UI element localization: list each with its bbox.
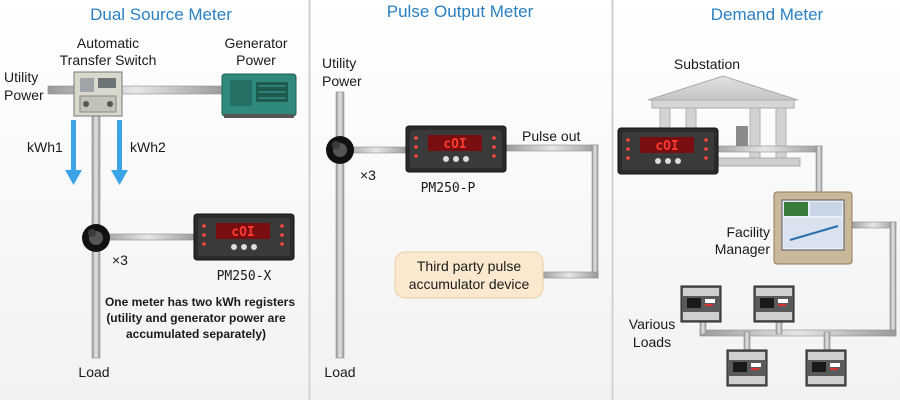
kwh1-label: kWh1 xyxy=(27,139,63,155)
fm-label-2: Manager xyxy=(715,241,771,257)
kwh1-arrow-icon xyxy=(65,120,82,185)
accumulator-device xyxy=(394,251,544,299)
load-bus-h xyxy=(699,329,897,337)
meter-pm250x xyxy=(193,213,295,261)
ats-cabinet xyxy=(73,71,123,117)
ct-ring-dual xyxy=(82,224,110,252)
panel-title-pulse: Pulse Output Meter xyxy=(387,2,534,21)
load-module-2 xyxy=(753,285,795,323)
loads-label-1: Various xyxy=(629,316,675,332)
ct-ring-pulse xyxy=(326,136,354,164)
accumulator-label-1: Third party pulse xyxy=(417,258,521,274)
note-line-3: accumulated separately) xyxy=(126,327,266,341)
pulse-utility-label-1: Utility xyxy=(322,55,356,71)
fm-label-1: Facility xyxy=(726,224,770,240)
meter-model-dual: PM250-X xyxy=(217,269,272,284)
meter-pm250p xyxy=(405,125,507,173)
pulse-utility-label-2: Power xyxy=(322,73,362,89)
generator-label-2: Power xyxy=(236,52,276,68)
ats-label-1: Automatic xyxy=(77,35,139,51)
panel-pulse-output: Pulse Output Meter Utility Power ×3 PM25… xyxy=(322,2,599,380)
pulse-out-label: Pulse out xyxy=(522,128,580,144)
panel-title-demand: Demand Meter xyxy=(711,5,824,24)
ct-count-dual: ×3 xyxy=(112,252,128,268)
meter-to-fm-wire-v xyxy=(815,145,823,195)
load-label-pulse: Load xyxy=(324,364,355,380)
load-label-dual: Load xyxy=(78,364,109,380)
meter-model-pulse: PM250-P xyxy=(421,181,476,196)
ct-count-pulse: ×3 xyxy=(360,167,376,183)
meter-demand xyxy=(617,127,719,175)
utility-label-1: Utility xyxy=(4,69,38,85)
panel-dual-source: Dual Source Meter Automatic Transfer Swi… xyxy=(4,5,297,380)
panel-title-dual: Dual Source Meter xyxy=(90,5,232,24)
panel-pulse-bg xyxy=(311,0,611,400)
pulse-line-v xyxy=(591,144,599,279)
panel-dual-bg xyxy=(0,0,308,400)
loads-label-2: Loads xyxy=(633,334,671,350)
load-module-1 xyxy=(680,285,722,323)
substation-label: Substation xyxy=(674,56,740,72)
load-drop-3 xyxy=(743,331,751,353)
fm-bus-h xyxy=(849,221,897,229)
note-line-1: One meter has two kWh registers xyxy=(105,295,295,309)
panel-demand-meter: Demand Meter Substation xyxy=(617,5,897,387)
note-line-2: (utility and generator power are xyxy=(106,311,286,325)
accumulator-label-2: accumulator device xyxy=(409,276,530,292)
load-module-4 xyxy=(805,349,847,387)
utility-label-2: Power xyxy=(4,87,44,103)
generator-icon xyxy=(221,73,297,118)
kwh2-label: kWh2 xyxy=(130,139,166,155)
meter-branch-dual xyxy=(99,233,197,241)
load-module-3 xyxy=(726,349,768,387)
generator-label-1: Generator xyxy=(224,35,287,51)
ats-label-2: Transfer Switch xyxy=(60,52,157,68)
load-drop-4 xyxy=(823,331,831,353)
fm-bus-v xyxy=(889,221,897,337)
kwh2-arrow-icon xyxy=(111,120,128,185)
pulse-line-h2 xyxy=(539,271,599,279)
meter-to-fm-wire-h xyxy=(707,145,823,153)
facility-manager-pc-icon xyxy=(773,191,853,265)
pulse-line-h1 xyxy=(505,144,599,152)
load-pipe-pulse xyxy=(335,91,345,359)
